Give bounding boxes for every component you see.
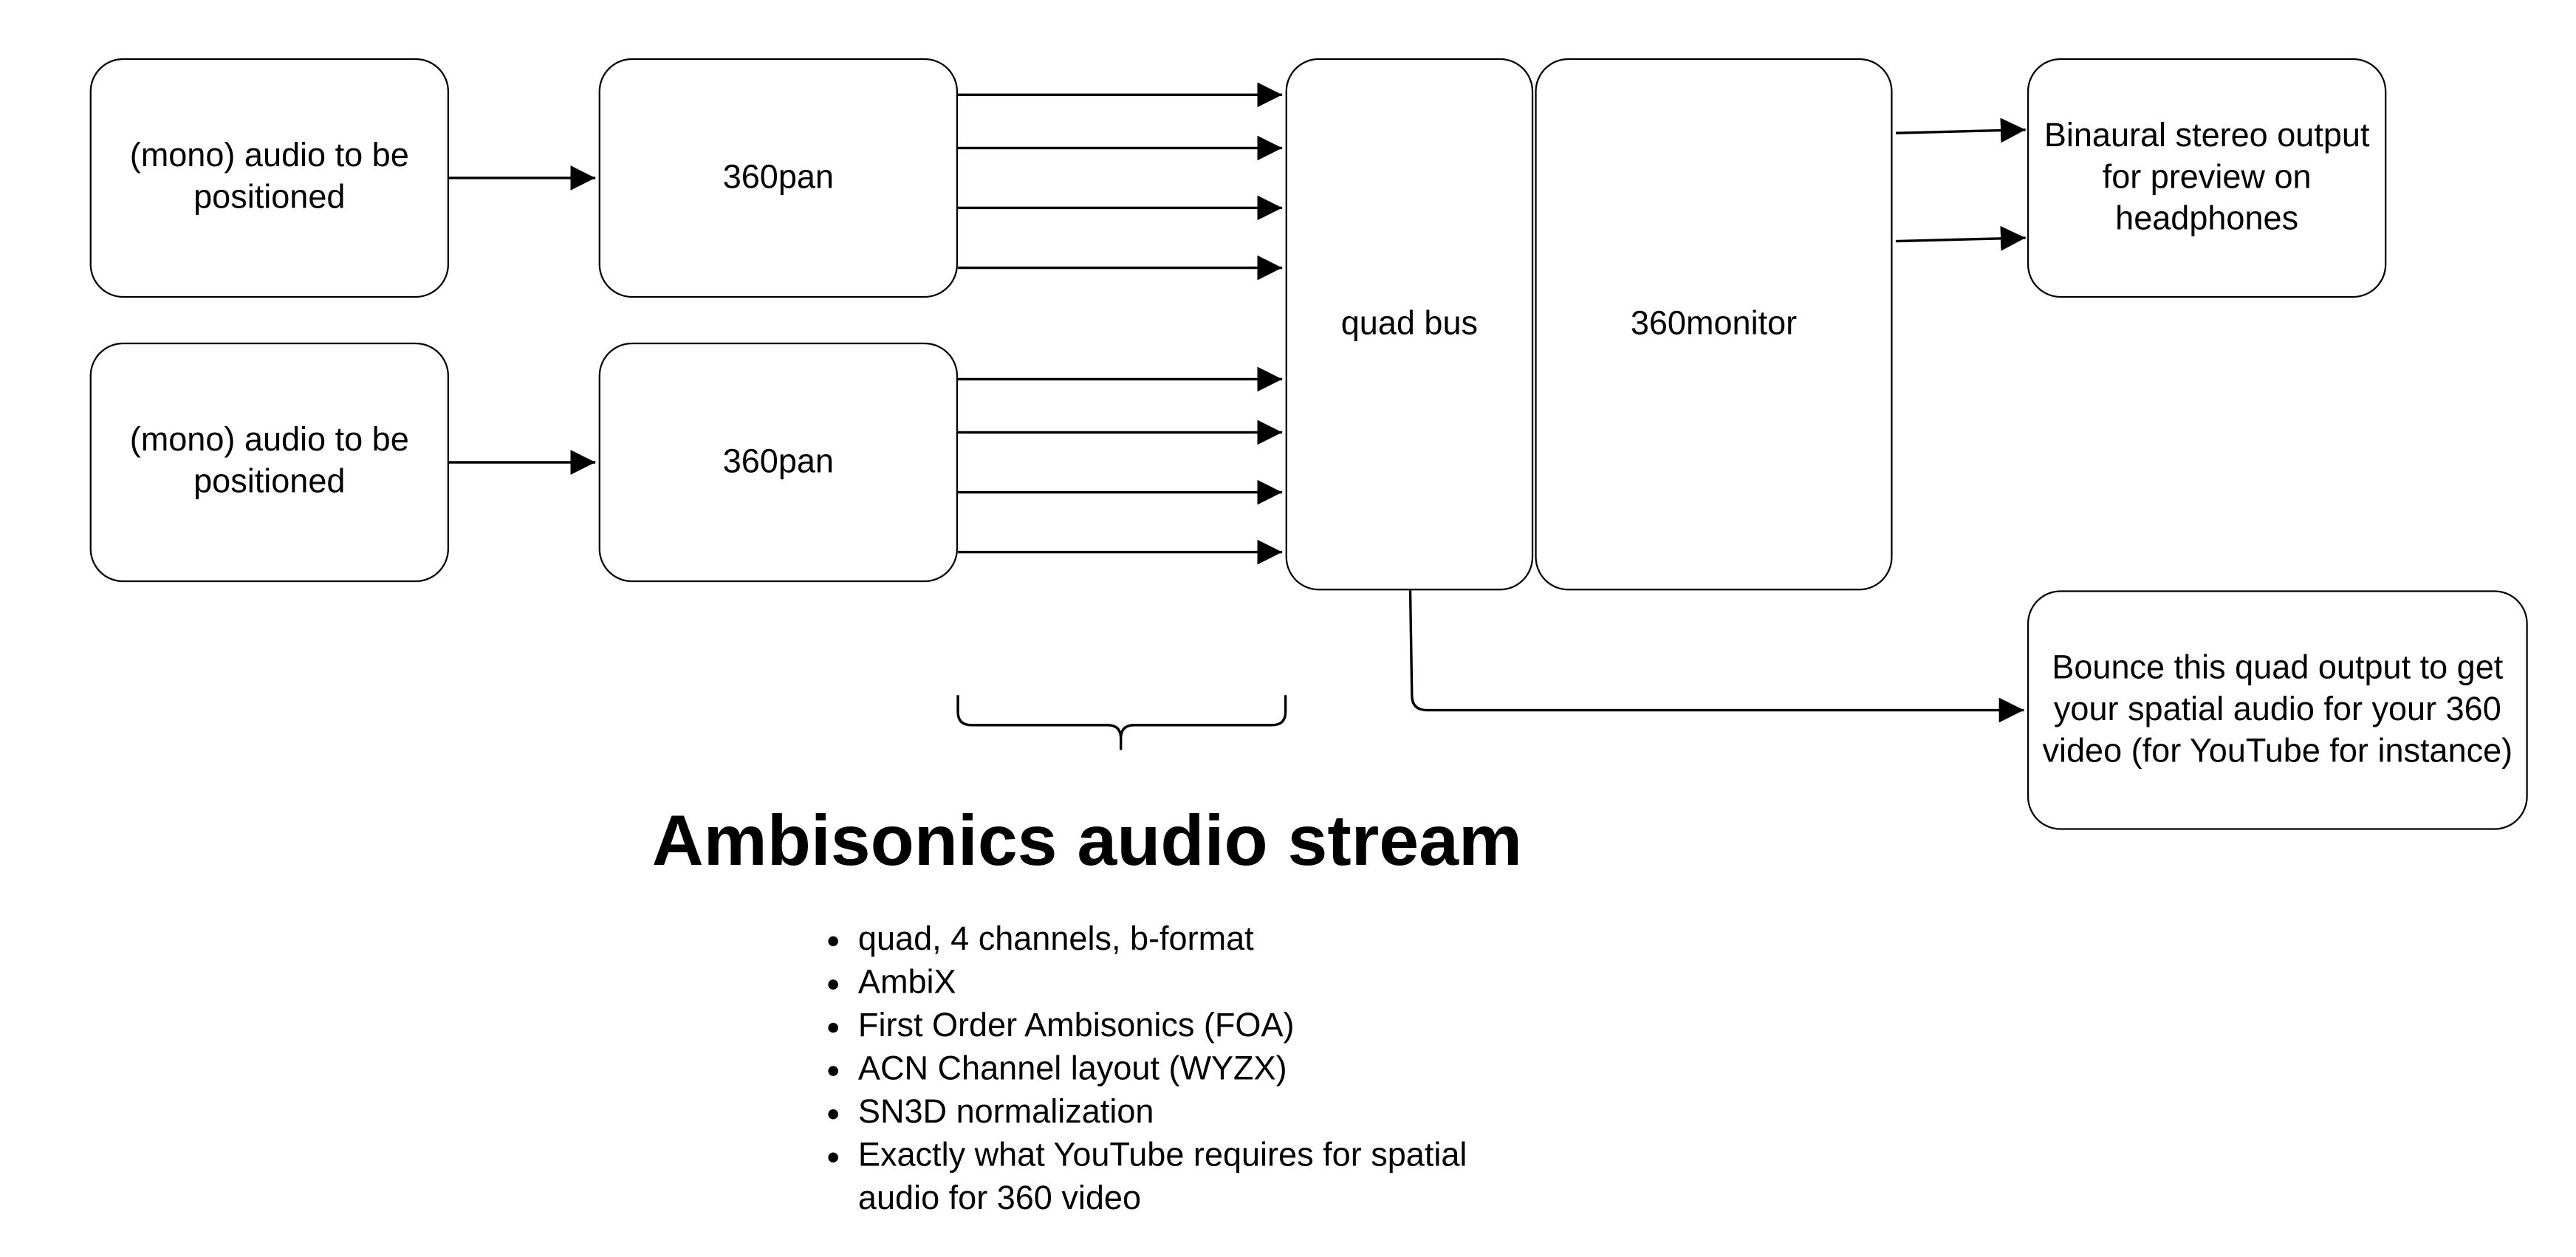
list-item: ACN Channel layout (WYZX) bbox=[858, 1048, 1490, 1092]
edge-monitor-to-binaural-output bbox=[1896, 117, 2026, 251]
mono-audio-input-1[interactable]: (mono) audio to be positioned bbox=[89, 58, 449, 298]
pan-360-2[interactable]: 360pan bbox=[598, 342, 959, 583]
list-item: AmbiX bbox=[858, 962, 1490, 1005]
edge-quad-bus-to-bounce-output bbox=[1408, 590, 2024, 723]
channel-arrow bbox=[1896, 117, 2026, 143]
channel-arrow bbox=[1896, 225, 2026, 251]
pan-360-1[interactable]: 360pan bbox=[598, 58, 959, 298]
edge-pan-1-to-quad-bus bbox=[958, 82, 1283, 281]
node-label: (mono) audio to be positioned bbox=[129, 137, 409, 216]
stream-properties-list: quad, 4 channels, b-format AmbiX First O… bbox=[826, 918, 1490, 1221]
list-item: Exactly what YouTube requires for spatia… bbox=[858, 1134, 1490, 1221]
list-item: quad, 4 channels, b-format bbox=[858, 918, 1490, 962]
binaural-stereo-output[interactable]: Binaural stereo output for preview on he… bbox=[2027, 58, 2387, 298]
node-label: (mono) audio to be positioned bbox=[129, 422, 409, 501]
monitor-360[interactable]: 360monitor bbox=[1535, 58, 1893, 591]
node-label: 360pan bbox=[722, 443, 834, 480]
node-label: 360pan bbox=[722, 159, 834, 196]
node-label: Bounce this quad output to get your spat… bbox=[2042, 649, 2513, 770]
node-label: 360monitor bbox=[1630, 305, 1798, 342]
quad-bus[interactable]: quad bus bbox=[1285, 58, 1534, 591]
node-label: Binaural stereo output for preview on he… bbox=[2044, 117, 2370, 237]
list-item: SN3D normalization bbox=[858, 1091, 1490, 1134]
ambisonics-heading: Ambisonics audio stream bbox=[651, 801, 1523, 882]
list-item: First Order Ambisonics (FOA) bbox=[858, 1004, 1490, 1048]
stream-brace bbox=[956, 695, 1287, 750]
bounce-quad-output[interactable]: Bounce this quad output to get your spat… bbox=[2027, 590, 2528, 830]
edge-pan-2-to-quad-bus bbox=[958, 366, 1283, 565]
node-label: quad bus bbox=[1340, 305, 1479, 342]
mono-audio-input-2[interactable]: (mono) audio to be positioned bbox=[89, 342, 449, 583]
